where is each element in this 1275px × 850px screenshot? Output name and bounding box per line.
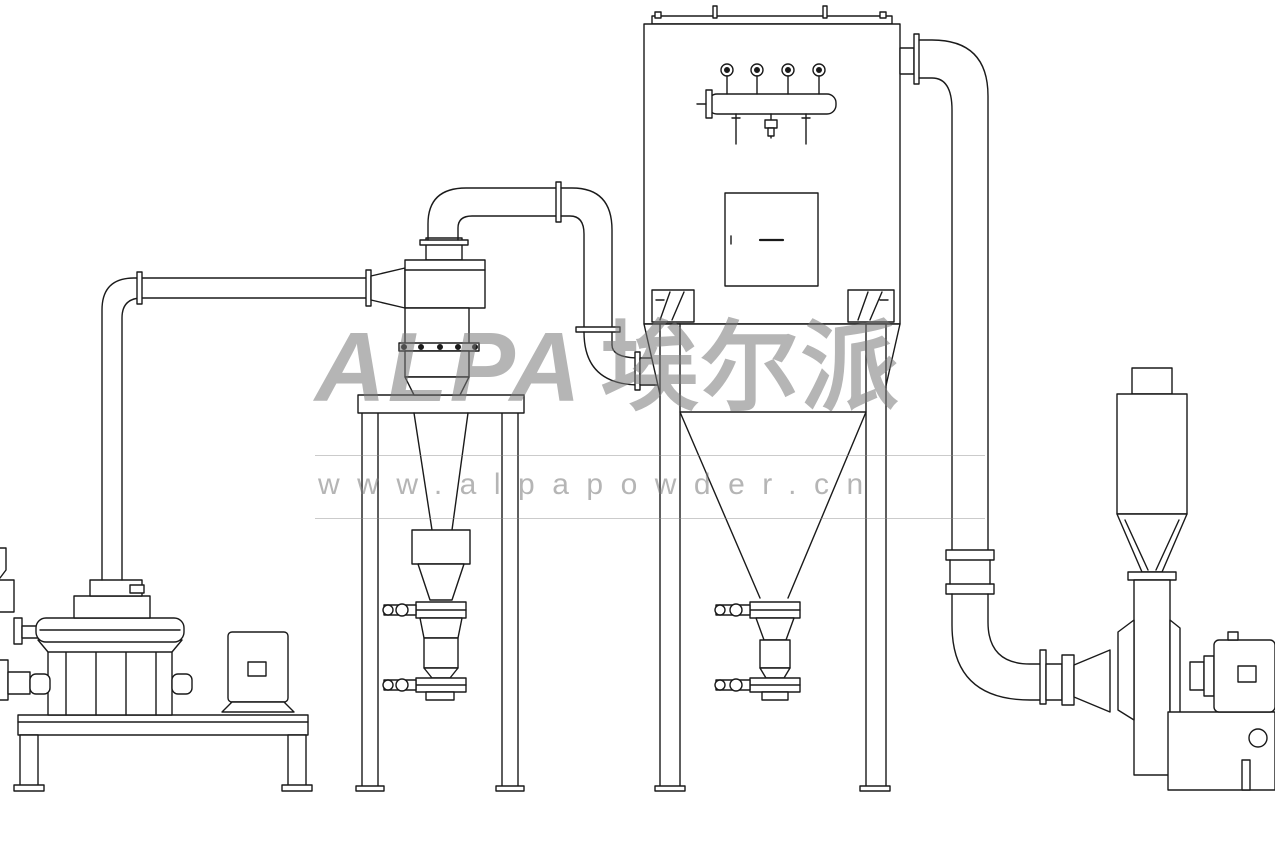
mill-unit <box>0 547 313 792</box>
mill-body <box>29 579 193 716</box>
bag-filter <box>643 5 901 792</box>
pipe-filter-to-fan <box>899 33 1111 713</box>
pipe-mill-to-cyclone <box>101 267 406 581</box>
mill-frame <box>13 714 313 792</box>
cyclone-separator <box>355 237 525 792</box>
pulse-manifold <box>696 63 837 145</box>
fan-unit <box>1116 367 1275 791</box>
mill-motor <box>221 631 295 713</box>
watermark-rule-top <box>315 455 985 456</box>
watermark-rule-bottom <box>315 518 985 519</box>
watermark-brand-latin: ALPA <box>315 312 583 422</box>
watermark-brand-chinese: 埃尔派 <box>600 312 901 422</box>
watermark-url: www.alpapowder.cn <box>318 468 881 501</box>
pipe-cyclone-to-filter <box>427 181 661 391</box>
access-door <box>724 192 819 287</box>
